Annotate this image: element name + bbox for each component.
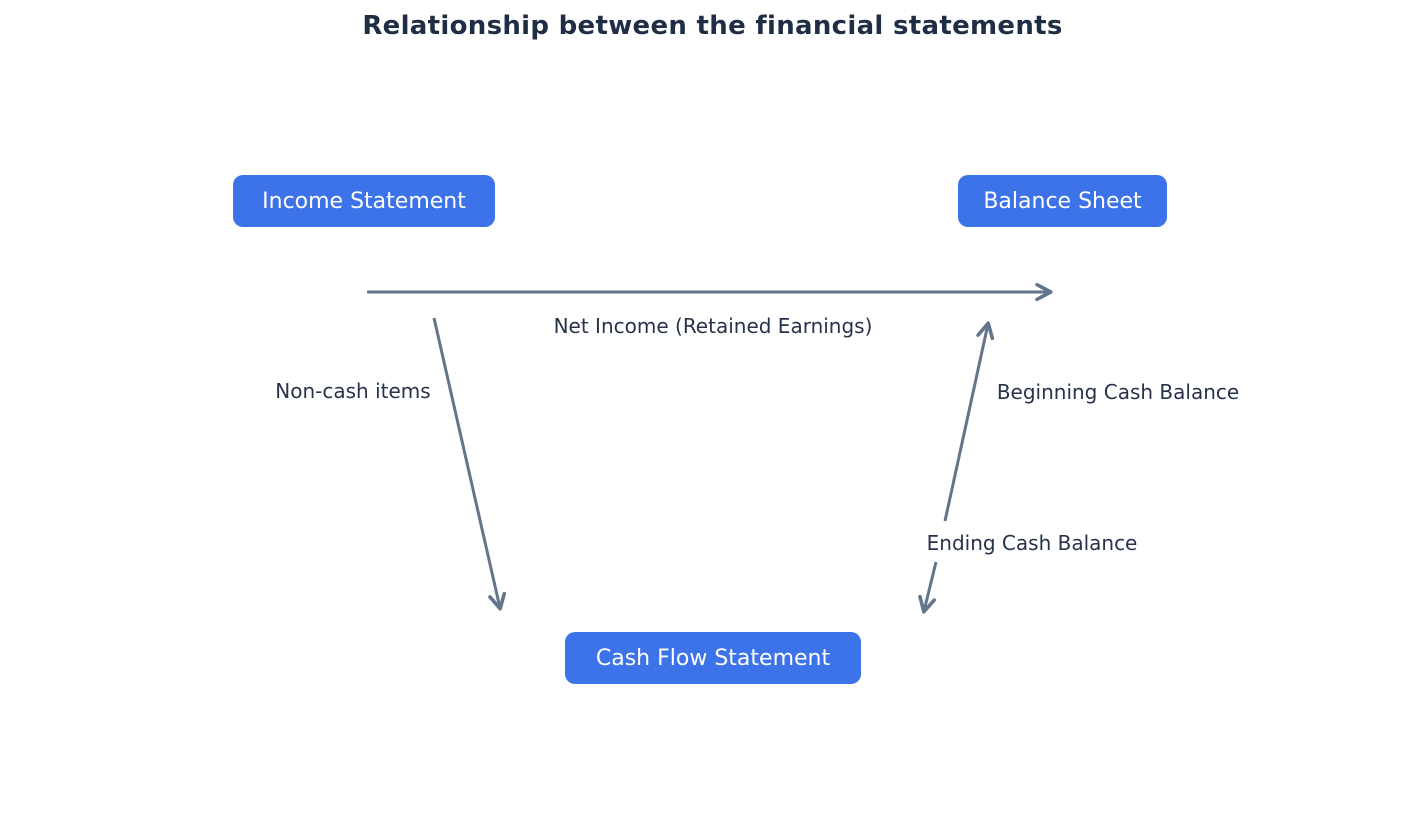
diagram-title: Relationship between the financial state… [362, 11, 1063, 41]
edge-label-non-cash-items: Non-cash items [275, 379, 431, 403]
arrow-ending-cash-balance [918, 561, 938, 614]
edge-label-net-income: Net Income (Retained Earnings) [553, 314, 873, 338]
arrow-non-cash-items [432, 317, 507, 611]
node-income-statement: Income Statement [233, 175, 495, 227]
edge-label-ending-cash-balance: Ending Cash Balance [926, 531, 1138, 555]
node-cash-flow-statement: Cash Flow Statement [565, 632, 861, 684]
arrow-beginning-cash-balance [943, 321, 995, 522]
edge-label-beginning-cash-balance: Beginning Cash Balance [996, 380, 1240, 404]
node-balance-sheet: Balance Sheet [958, 175, 1167, 227]
